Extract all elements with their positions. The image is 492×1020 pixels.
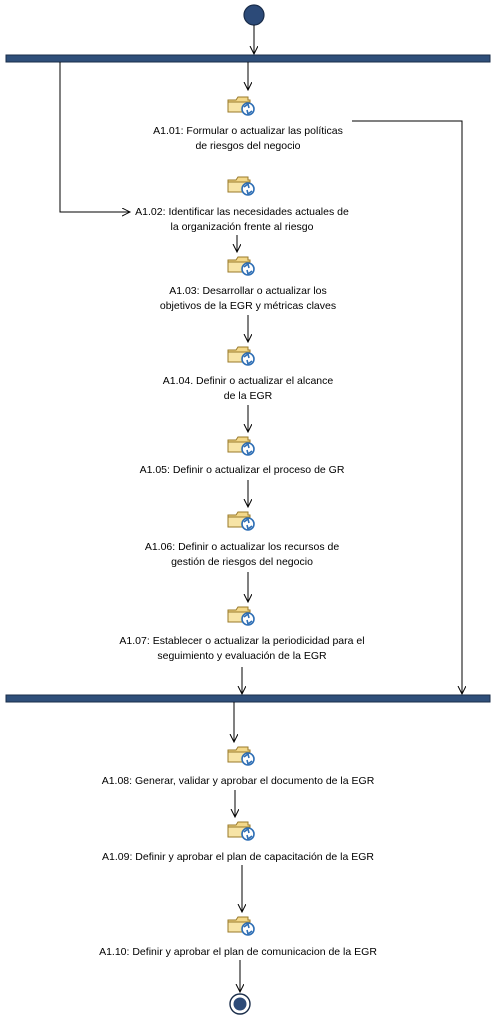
start-node	[243, 4, 265, 26]
activity-label-line: A1.05: Definir o actualizar el proceso d…	[139, 464, 345, 476]
end-node-inner	[233, 997, 247, 1011]
activity-icon-a106	[227, 511, 255, 531]
activity-label-a106: A1.06: Definir o actualizar los recursos…	[100, 540, 384, 570]
activity-icon-a110	[227, 916, 255, 936]
activity-label-line: A1.01: Formular o actualizar las polític…	[153, 125, 343, 137]
activity-label-line: la organización frente al riesgo	[170, 221, 314, 233]
activity-label-line: A1.08: Generar, validar y aprobar el doc…	[101, 775, 375, 787]
activity-icon-a105	[227, 436, 255, 456]
activity-icon-a102	[227, 176, 255, 196]
activity-label-a103: A1.03: Desarrollar o actualizar los obje…	[110, 284, 386, 314]
flow-a101-to-join	[352, 120, 462, 694]
activity-icon-a101	[227, 96, 255, 116]
activity-icon-a107	[227, 606, 255, 626]
activity-label-line: de riesgos del negocio	[195, 140, 301, 152]
activity-icon-a103	[227, 256, 255, 276]
fork-bar	[5, 54, 491, 63]
activity-label-line: seguimiento y evaluación de la EGR	[157, 650, 327, 662]
join-bar	[5, 694, 491, 703]
activity-icon-a109	[227, 821, 255, 841]
activity-label-line: A1.09: Definir y aprobar el plan de capa…	[102, 851, 374, 863]
activity-label-a108: A1.08: Generar, validar y aprobar el doc…	[70, 774, 406, 789]
activity-label-a101: A1.01: Formular o actualizar las polític…	[110, 124, 386, 154]
activity-label-a110: A1.10: Definir y aprobar el plan de comu…	[60, 945, 416, 960]
activity-label-a107: A1.07: Establecer o actualizar la period…	[90, 634, 394, 664]
activity-label-line: A1.03: Desarrollar o actualizar los	[169, 285, 327, 297]
activity-icon-a108	[227, 746, 255, 766]
activity-label-line: de la EGR	[223, 390, 273, 402]
activity-icon-a104	[227, 346, 255, 366]
activity-label-line: A1.06: Definir o actualizar los recursos…	[144, 541, 340, 553]
flow-fork-to-a102	[59, 62, 130, 212]
activity-label-line: objetivos de la EGR y métricas claves	[159, 300, 337, 312]
activity-label-line: A1.04. Definir o actualizar el alcance	[162, 375, 334, 387]
activity-label-line: gestión de riesgos del negocio	[171, 556, 313, 568]
activity-label-a102: A1.02: Identificar las necesidades actua…	[100, 205, 384, 235]
activity-label-a104: A1.04. Definir o actualizar el alcance d…	[110, 374, 386, 404]
activity-label-line: A1.10: Definir y aprobar el plan de comu…	[99, 946, 377, 958]
activity-label-line: A1.07: Establecer o actualizar la period…	[119, 635, 365, 647]
activity-label-line: A1.02: Identificar las necesidades actua…	[135, 206, 349, 218]
activity-label-a109: A1.09: Definir y aprobar el plan de capa…	[70, 850, 406, 865]
activity-label-a105: A1.05: Definir o actualizar el proceso d…	[100, 463, 384, 478]
